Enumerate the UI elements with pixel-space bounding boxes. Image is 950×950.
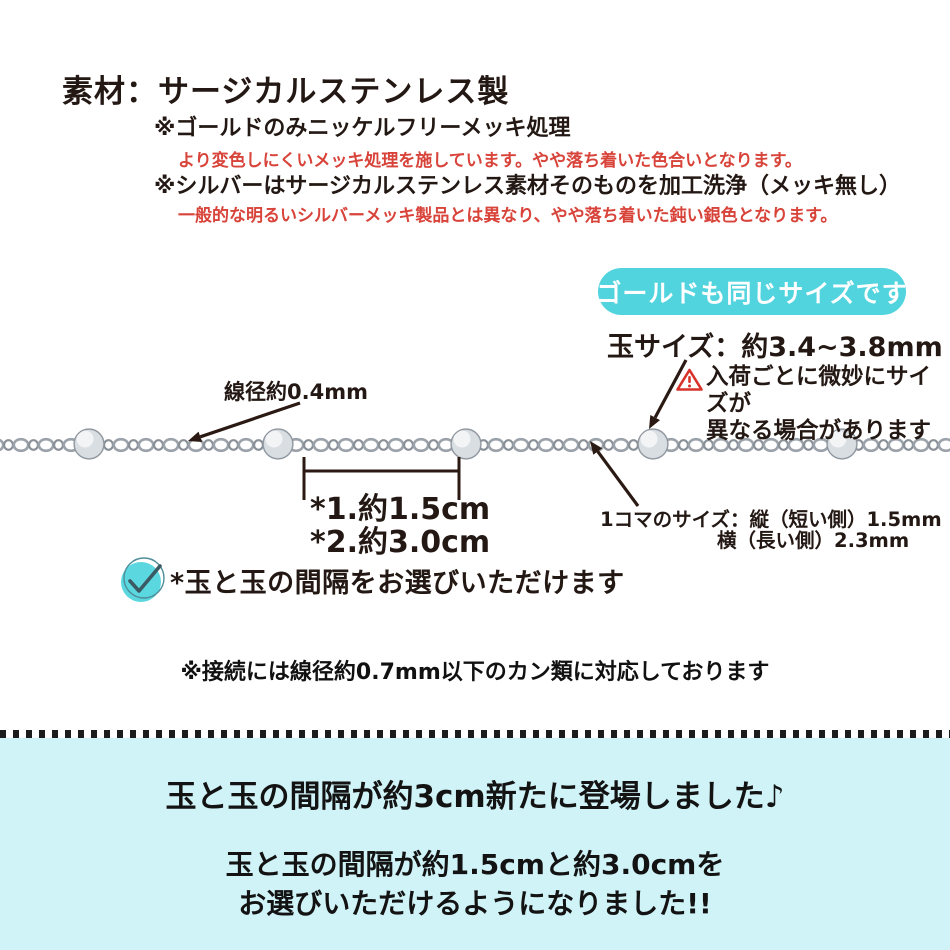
interval-option-1: *1.約1.5cm [310, 492, 491, 527]
gold-plating-detail: より変色しにくいメッキ処理を施しています。やや落ち着いた色合いとなります。 [178, 151, 802, 171]
gold-same-size-badge: ゴールドも同じサイズです [596, 268, 907, 315]
size-variation-caution: 入荷ごとに微妙にサイズが 異なる場合があります [706, 364, 932, 444]
check-circle-icon [121, 557, 165, 602]
announcement-detail-line1: 玉と玉の間隔が約1.5cmと約3.0cmを [225, 848, 725, 881]
bead-size-label: 玉サイズ：約3.4~3.8mm [607, 332, 943, 363]
interval-option-2: *2.約3.0cm [310, 525, 491, 560]
dotted-divider [0, 730, 950, 738]
wire-diameter-label: 線径約0.4mm [224, 380, 368, 404]
link-size-line1: 1コマのサイズ：縦（短い側）1.5mm [600, 508, 942, 531]
silver-material-detail: 一般的な明るいシルバーメッキ製品とは異なり、やや落ち着いた鈍い銀色となります。 [178, 206, 838, 226]
announcement-headline: 玉と玉の間隔が約3cm新たに登場しました♪ [165, 779, 785, 815]
connection-note: ※接続には線径約0.7mm以下のカン類に対応しております [180, 660, 770, 685]
link-size-line2: 横（長い側）2.3mm [717, 529, 910, 552]
warning-triangle-icon [676, 368, 703, 391]
choose-interval-note: *玉と玉の間隔をお選びいただけます [170, 568, 625, 599]
material-title: 素材：サージカルステンレス製 [62, 74, 510, 110]
announcement-detail-line2: お選びいただけるようになりました!! [238, 887, 712, 920]
announcement-panel [0, 738, 950, 950]
gold-plating-note: ※ゴールドのみニッケルフリーメッキ処理 [154, 116, 571, 141]
silver-material-note: ※シルバーはサージカルステンレス素材そのものを加工洗浄（メッキ無し） [154, 174, 901, 199]
